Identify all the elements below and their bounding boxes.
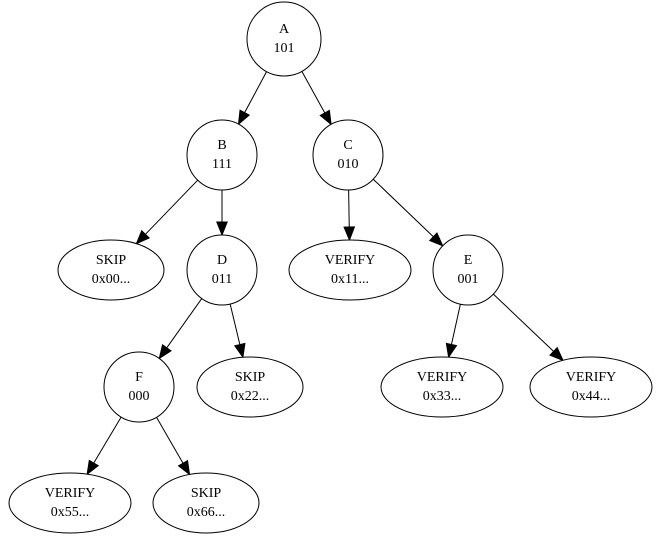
node-s2[interactable]: SKIP 0x22... — [196, 356, 304, 418]
edge-d-to-f — [158, 298, 203, 360]
arrowhead-icon — [216, 221, 228, 237]
node-label-secondary: 0x66... — [187, 505, 226, 520]
node-shape-circle — [432, 234, 504, 306]
node-shape-ellipse — [8, 472, 132, 534]
node-s0[interactable]: SKIP 0x00... — [57, 239, 165, 301]
node-label-primary: D — [217, 253, 227, 268]
arrowhead-icon — [445, 342, 458, 359]
node-a[interactable]: A 101 — [246, 1, 322, 77]
node-shape-ellipse — [380, 356, 504, 418]
edge-e-to-v3 — [445, 304, 461, 359]
node-label-secondary: 0x00... — [92, 272, 131, 287]
node-label-primary: VERIFY — [325, 253, 376, 268]
edge-c-to-e — [372, 178, 444, 247]
arrowhead-icon — [549, 346, 564, 362]
node-shape-ellipse — [152, 472, 260, 534]
node-shape-circle — [312, 119, 384, 191]
arrowhead-icon — [86, 459, 100, 476]
node-v5[interactable]: VERIFY 0x55... — [8, 472, 132, 534]
edge-f-to-s6 — [156, 417, 191, 476]
node-v3[interactable]: VERIFY 0x33... — [380, 356, 504, 418]
arrowhead-icon — [158, 344, 172, 360]
arrowhead-icon — [428, 232, 444, 247]
node-label-secondary: 011 — [212, 272, 232, 287]
edge-e-to-v4 — [493, 293, 564, 362]
node-label-primary: F — [135, 370, 143, 385]
node-shape-ellipse — [288, 239, 412, 301]
node-label-primary: VERIFY — [45, 486, 96, 501]
node-label-secondary: 0x44... — [572, 389, 611, 404]
arrowhead-icon — [237, 109, 251, 126]
node-label-secondary: 111 — [212, 157, 232, 172]
arrowhead-icon — [319, 109, 332, 126]
edges-layer — [86, 71, 564, 476]
edge-a-to-c — [301, 71, 332, 126]
node-label-secondary: 0x22... — [231, 389, 270, 404]
node-label-secondary: 001 — [458, 272, 479, 287]
node-shape-ellipse — [529, 356, 653, 418]
node-label-primary: SKIP — [191, 486, 222, 501]
arrowhead-icon — [233, 342, 246, 359]
node-label-secondary: 000 — [129, 389, 150, 404]
node-d[interactable]: D 011 — [186, 234, 258, 306]
node-v4[interactable]: VERIFY 0x44... — [529, 356, 653, 418]
arrowhead-icon — [177, 459, 191, 476]
edge-f-to-v5 — [86, 416, 122, 476]
node-e[interactable]: E 001 — [432, 234, 504, 306]
node-label-primary: VERIFY — [566, 370, 617, 385]
node-shape-ellipse — [57, 239, 165, 301]
node-c[interactable]: C 010 — [312, 119, 384, 191]
node-shape-circle — [186, 119, 258, 191]
node-shape-circle — [103, 351, 175, 423]
node-b[interactable]: B 111 — [186, 119, 258, 191]
edge-b-to-s0 — [135, 179, 199, 245]
edge-a-to-b — [237, 71, 268, 126]
node-label-secondary: 101 — [274, 41, 295, 56]
node-f[interactable]: F 000 — [103, 351, 175, 423]
node-label-secondary: 0x55... — [51, 505, 90, 520]
node-shape-ellipse — [196, 356, 304, 418]
arrowhead-icon — [343, 226, 356, 242]
edge-d-to-s2 — [229, 303, 246, 359]
node-label-secondary: 0x33... — [423, 389, 462, 404]
node-label-primary: SKIP — [96, 253, 127, 268]
node-s6[interactable]: SKIP 0x66... — [152, 472, 260, 534]
node-label-primary: B — [217, 138, 226, 153]
node-label-primary: A — [279, 22, 290, 37]
node-label-secondary: 010 — [338, 157, 359, 172]
nodes-layer: A101B111C010SKIP0x00...D011VERIFY0x11...… — [8, 1, 653, 534]
node-label-primary: SKIP — [235, 370, 266, 385]
node-shape-circle — [186, 234, 258, 306]
node-shape-circle — [246, 1, 322, 77]
node-label-secondary: 0x11... — [331, 272, 369, 287]
arrowhead-icon — [135, 229, 151, 245]
node-v1[interactable]: VERIFY 0x11... — [288, 239, 412, 301]
edge-c-to-v1 — [343, 189, 356, 242]
node-label-primary: E — [464, 253, 473, 268]
node-label-primary: VERIFY — [417, 370, 468, 385]
node-label-primary: C — [343, 138, 352, 153]
edge-b-to-d — [216, 190, 228, 237]
